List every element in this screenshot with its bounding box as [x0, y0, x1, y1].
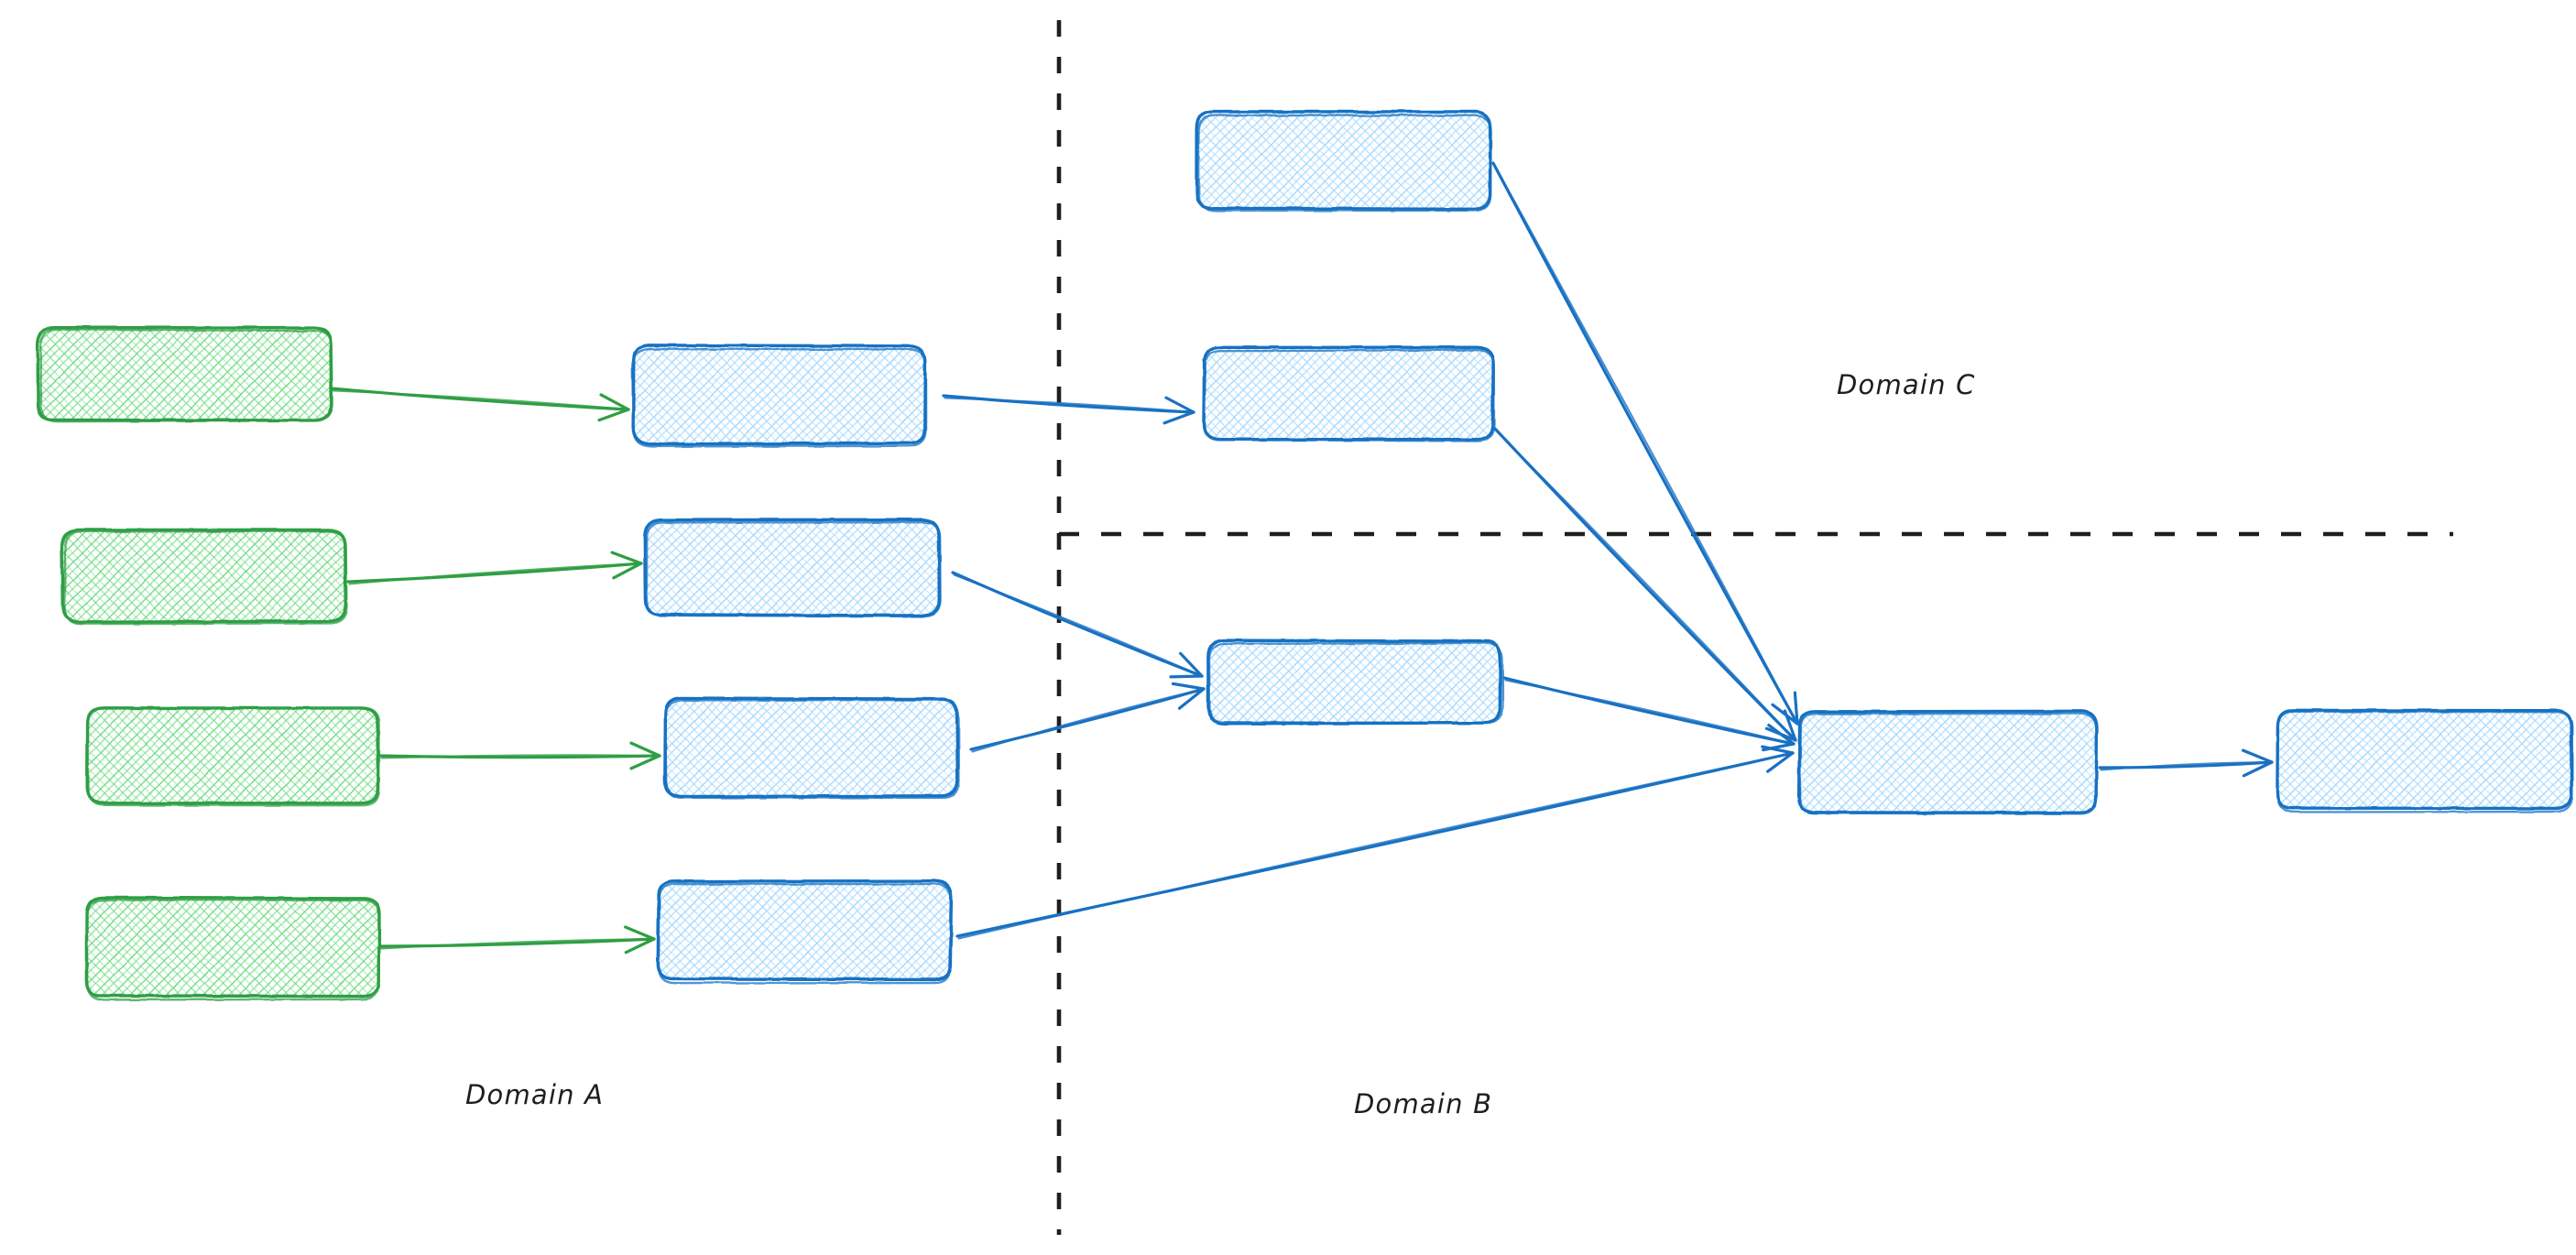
- node-outline-2: [1203, 348, 1496, 442]
- node-outline-2: [39, 328, 333, 423]
- node-fill-b: [61, 529, 347, 621]
- arrowhead-upper: [1177, 687, 1206, 710]
- node-b1[interactable]: [630, 344, 927, 448]
- node-outline-1: [1195, 110, 1492, 212]
- node-a1[interactable]: [36, 325, 333, 423]
- edge-b1-to-c2: [942, 394, 1195, 425]
- arrowhead-lower: [1179, 651, 1204, 678]
- node-b2[interactable]: [643, 518, 942, 618]
- node-outline-2: [657, 882, 952, 985]
- node-fill-b: [86, 896, 379, 998]
- edge-a1-to-b1: [330, 387, 630, 422]
- arrowhead-lower: [1783, 709, 1797, 742]
- node-outline-2: [86, 706, 381, 807]
- node-fill-b: [631, 345, 926, 444]
- node-fill-b: [2276, 710, 2572, 809]
- node-fill-b: [664, 698, 958, 798]
- edge-c2-to-d1: [1493, 427, 1797, 742]
- node-outline-1: [656, 878, 954, 981]
- node-outline-2: [1197, 114, 1492, 213]
- node-a4[interactable]: [84, 896, 381, 1001]
- arrowhead-upper: [629, 754, 661, 770]
- edge-c3-to-d1: [1502, 676, 1796, 752]
- edge-line-2: [2100, 761, 2272, 771]
- edge-b3-to-c3: [969, 682, 1206, 753]
- arrowhead-upper: [1162, 410, 1195, 425]
- edge-line-2: [944, 397, 1194, 413]
- edge-line-2: [1504, 679, 1794, 745]
- node-outline-2: [1798, 712, 2098, 815]
- arrowhead-lower: [1793, 691, 1799, 726]
- domain-b-label: Domain B: [1354, 1088, 1492, 1119]
- edge-a3-to-b3: [378, 741, 661, 770]
- diagram-edges: [330, 161, 2274, 955]
- node-a2[interactable]: [60, 528, 348, 626]
- node-outline-2: [663, 698, 961, 800]
- edge-a4-to-b4: [378, 925, 656, 955]
- arrowhead-lower: [1767, 723, 1796, 746]
- edge-line-1: [1491, 161, 1799, 726]
- edge-d1-to-d2: [2098, 748, 2274, 778]
- edge-line-2: [1493, 164, 1798, 724]
- node-outline-2: [645, 521, 942, 618]
- edge-line-2: [957, 752, 1793, 940]
- node-c1[interactable]: [1195, 110, 1492, 213]
- edge-line-2: [380, 938, 654, 950]
- arrowhead-lower: [1164, 396, 1195, 414]
- arrowhead-lower: [1171, 682, 1206, 691]
- node-fill-b: [645, 520, 940, 617]
- edge-line-2: [380, 754, 660, 759]
- arrowhead-lower: [610, 551, 643, 565]
- arrowhead-upper: [624, 937, 656, 955]
- node-outline-2: [62, 529, 348, 626]
- edge-line-2: [953, 573, 1202, 677]
- domain-c-label: Domain C: [1837, 369, 1976, 400]
- node-outline-2: [85, 899, 381, 1001]
- arrowhead-upper: [597, 408, 630, 422]
- node-b3[interactable]: [663, 696, 961, 800]
- arrowhead-upper: [1762, 742, 1796, 752]
- edge-line-2: [971, 688, 1204, 753]
- node-c2[interactable]: [1202, 345, 1496, 442]
- edge-line-2: [348, 562, 641, 585]
- arrowhead-lower: [2241, 748, 2274, 764]
- node-fill-b: [1197, 112, 1491, 210]
- node-fill-b: [657, 880, 952, 980]
- arrowhead-lower: [623, 925, 656, 941]
- node-fill-b: [38, 327, 331, 420]
- arrowhead-lower: [599, 393, 630, 411]
- node-c3[interactable]: [1206, 638, 1504, 726]
- arrowhead-lower: [629, 741, 661, 758]
- node-b4[interactable]: [656, 878, 954, 985]
- domain-a-label: Domain A: [465, 1079, 604, 1110]
- node-d2[interactable]: [2276, 708, 2574, 813]
- node-fill-b: [1208, 640, 1501, 723]
- edge-line-2: [1495, 430, 1796, 740]
- edge-a2-to-b2: [346, 551, 643, 585]
- node-outline-2: [1207, 641, 1504, 725]
- node-outline-2: [2276, 710, 2574, 813]
- node-fill-b: [1798, 712, 2097, 813]
- edge-line-2: [332, 389, 628, 410]
- edge-b4-to-d1: [955, 745, 1795, 940]
- node-a3[interactable]: [85, 706, 381, 807]
- arrowhead-upper: [1766, 751, 1795, 773]
- node-fill-b: [1202, 347, 1492, 441]
- node-outline-2: [630, 347, 927, 448]
- arrowhead-upper: [2242, 760, 2274, 778]
- arrowhead-upper: [1169, 674, 1204, 679]
- edge-c1-to-d1: [1491, 161, 1799, 726]
- node-fill-b: [86, 707, 378, 805]
- diagram-nodes: [36, 110, 2574, 1001]
- arrowhead-upper: [612, 562, 643, 580]
- edge-b2-to-c3: [951, 571, 1204, 679]
- node-d1[interactable]: [1796, 709, 2099, 815]
